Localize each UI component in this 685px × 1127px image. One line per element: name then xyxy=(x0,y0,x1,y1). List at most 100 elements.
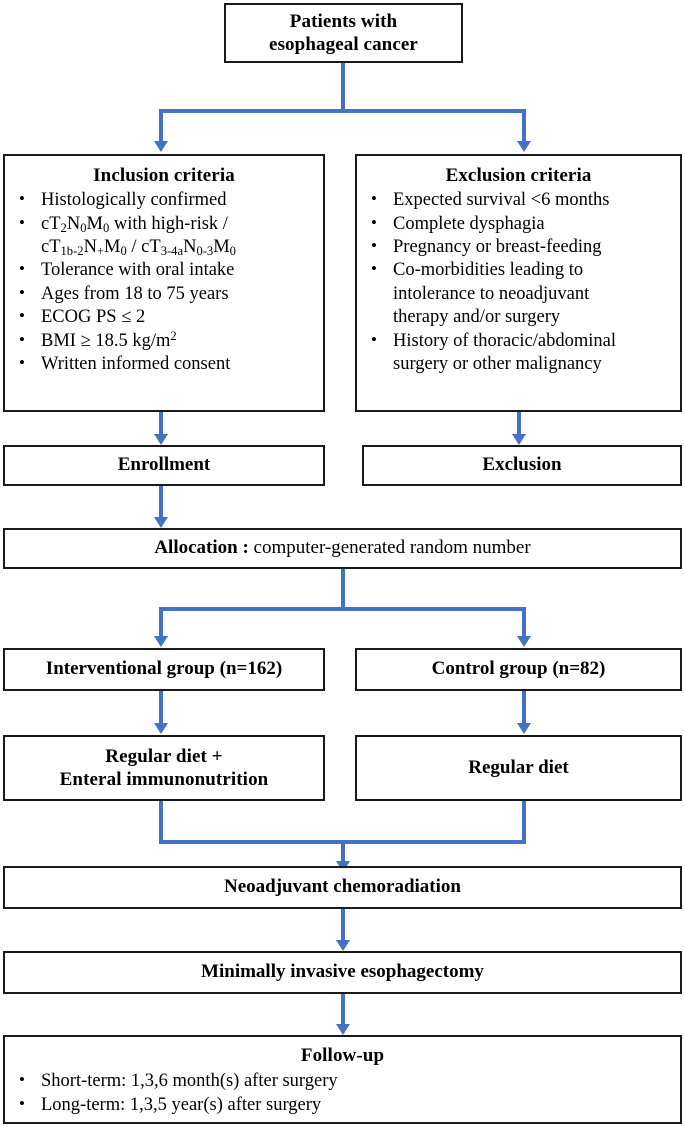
interventional-diet-line1: Regular diet + xyxy=(105,745,223,767)
connector-allocation-stem xyxy=(341,569,345,610)
connector-top-bar xyxy=(159,109,526,113)
inclusion-item-5: BMI ≥ 18.5 kg/m2 xyxy=(41,328,177,351)
allocation-box: Allocation : computer-generated random n… xyxy=(3,528,682,569)
interventional-group-label: Interventional group (n=162) xyxy=(45,658,283,680)
bullet-icon: • xyxy=(371,329,377,349)
arrow-to-exclusion-criteria xyxy=(516,141,531,152)
allocation-text: Allocation : computer-generated random n… xyxy=(5,536,680,561)
bullet-icon: • xyxy=(371,189,377,209)
exclusion-item-0: Expected survival <6 months xyxy=(393,190,610,211)
inclusion-criteria-box: Inclusion criteria • Histologically conf… xyxy=(3,154,325,412)
followup-list: • Short-term: 1,3,6 month(s) after surge… xyxy=(5,1070,680,1117)
list-item: • Short-term: 1,3,6 month(s) after surge… xyxy=(5,1070,680,1093)
neoadjuvant-label: Neoadjuvant chemoradiation xyxy=(224,876,461,898)
patients-line1: Patients with xyxy=(289,10,398,32)
bullet-icon: • xyxy=(19,1070,25,1090)
bullet-icon: • xyxy=(19,306,25,326)
inclusion-item-2: Tolerance with oral intake xyxy=(41,260,235,281)
interventional-diet-line2: Enteral immunonutrition xyxy=(59,769,269,790)
bullet-icon: • xyxy=(19,352,25,372)
connector-enrollment-to-allocation xyxy=(159,486,163,518)
inclusion-heading: Inclusion criteria xyxy=(93,165,235,186)
connector-merge-stem xyxy=(341,840,345,862)
arrow-to-interventional-diet xyxy=(153,723,168,734)
list-item: • BMI ≥ 18.5 kg/m2 xyxy=(5,328,323,353)
bullet-icon: • xyxy=(19,1093,25,1113)
list-item: • Long-term: 1,3,5 year(s) after surgery xyxy=(5,1094,680,1117)
list-item: • Written informed consent xyxy=(5,353,323,376)
connector-allocation-left-drop xyxy=(159,607,163,637)
followup-item-0: Short-term: 1,3,6 month(s) after surgery xyxy=(41,1071,338,1092)
list-item: • Pregnancy or breast-feeding xyxy=(357,236,680,259)
control-diet-label: Regular diet xyxy=(468,756,569,778)
connector-top-right-drop xyxy=(522,109,526,142)
bullet-icon: • xyxy=(19,282,25,302)
allocation-rest: computer-generated random number xyxy=(248,537,531,559)
connector-neoadjuvant-to-surgery xyxy=(341,909,345,941)
exclusion-criteria-box: Exclusion criteria • Expected survival <… xyxy=(355,154,682,412)
bullet-icon: • xyxy=(371,212,377,232)
control-diet-box: Regular diet xyxy=(355,735,682,801)
inclusion-item-4: ECOG PS ≤ 2 xyxy=(41,307,146,328)
exclusion-item-1: Complete dysphagia xyxy=(393,213,545,234)
arrow-to-control-diet xyxy=(516,723,531,734)
arrow-to-surgery xyxy=(335,940,350,951)
arrow-to-allocation xyxy=(153,517,168,528)
neoadjuvant-box: Neoadjuvant chemoradiation xyxy=(3,866,682,909)
inclusion-list: • Histologically confirmed • cT2N0M0 wit… xyxy=(5,189,323,376)
connector-inclusion-to-enrollment xyxy=(159,412,163,435)
connector-interventional-to-diet xyxy=(159,691,163,724)
exclusion-item-4: History of thoracic/abdominal xyxy=(393,330,616,351)
connector-top-left-drop xyxy=(159,109,163,142)
inclusion-item-1-cont: cT1b-2N+M0 / cT3-4aN0-3M0 xyxy=(41,236,236,258)
bullet-icon: • xyxy=(19,189,25,209)
list-item: • Tolerance with oral intake xyxy=(5,259,323,282)
list-item: • Complete dysphagia xyxy=(357,213,680,236)
control-group-label: Control group (n=82) xyxy=(431,658,606,680)
followup-item-1: Long-term: 1,3,5 year(s) after surgery xyxy=(41,1094,322,1115)
enrollment-label: Enrollment xyxy=(117,454,211,476)
exclusion-outcome-label: Exclusion xyxy=(482,454,562,476)
connector-top-stem xyxy=(341,63,345,111)
exclusion-heading: Exclusion criteria xyxy=(445,165,592,186)
arrow-to-followup xyxy=(335,1024,350,1035)
list-item: • Co-morbidities leading to intolerance … xyxy=(357,259,680,329)
inclusion-item-6: Written informed consent xyxy=(41,353,231,374)
patients-box: Patients with esophageal cancer xyxy=(224,3,463,63)
connector-merge-left-riser xyxy=(159,801,163,844)
bullet-icon: • xyxy=(371,259,377,279)
surgery-box: Minimally invasive esophagectomy xyxy=(3,951,682,994)
exclusion-item-4-cont: surgery or other malignancy xyxy=(393,353,602,374)
exclusion-item-2: Pregnancy or breast-feeding xyxy=(393,236,602,257)
arrow-to-interventional-group xyxy=(153,636,168,647)
interventional-group-box: Interventional group (n=162) xyxy=(3,648,325,691)
arrow-to-exclusion-box xyxy=(511,434,526,445)
inclusion-item-0: Histologically confirmed xyxy=(41,190,227,211)
list-item: • cT2N0M0 with high-risk / cT1b-2N+M0 / … xyxy=(5,213,323,260)
connector-allocation-right-drop xyxy=(522,607,526,637)
arrow-to-enrollment xyxy=(153,434,168,445)
allocation-lead: Allocation : xyxy=(154,537,249,559)
connector-merge-right-riser xyxy=(522,801,526,844)
bullet-icon: • xyxy=(19,329,25,349)
bullet-icon: • xyxy=(19,212,25,232)
list-item: • ECOG PS ≤ 2 xyxy=(5,306,323,329)
bullet-icon: • xyxy=(19,259,25,279)
list-item: • History of thoracic/abdominal surgery … xyxy=(357,330,680,377)
arrow-to-control-group xyxy=(516,636,531,647)
enrollment-box: Enrollment xyxy=(3,445,325,486)
surgery-label: Minimally invasive esophagectomy xyxy=(201,961,484,983)
list-item: • Histologically confirmed xyxy=(5,189,323,212)
exclusion-list: • Expected survival <6 months • Complete… xyxy=(357,189,680,376)
arrow-to-inclusion xyxy=(153,141,168,152)
bullet-icon: • xyxy=(371,235,377,255)
followup-heading: Follow-up xyxy=(300,1045,385,1066)
connector-surgery-to-followup xyxy=(341,994,345,1025)
connector-control-to-diet xyxy=(522,691,526,724)
connector-allocation-bar xyxy=(159,607,526,611)
interventional-diet-box: Regular diet + Enteral immunonutrition xyxy=(3,735,325,801)
patients-line2: esophageal cancer xyxy=(269,34,418,55)
exclusion-outcome-box: Exclusion xyxy=(362,445,682,486)
exclusion-item-3-cont2: therapy and/or surgery xyxy=(393,307,561,328)
control-group-box: Control group (n=82) xyxy=(355,648,682,691)
